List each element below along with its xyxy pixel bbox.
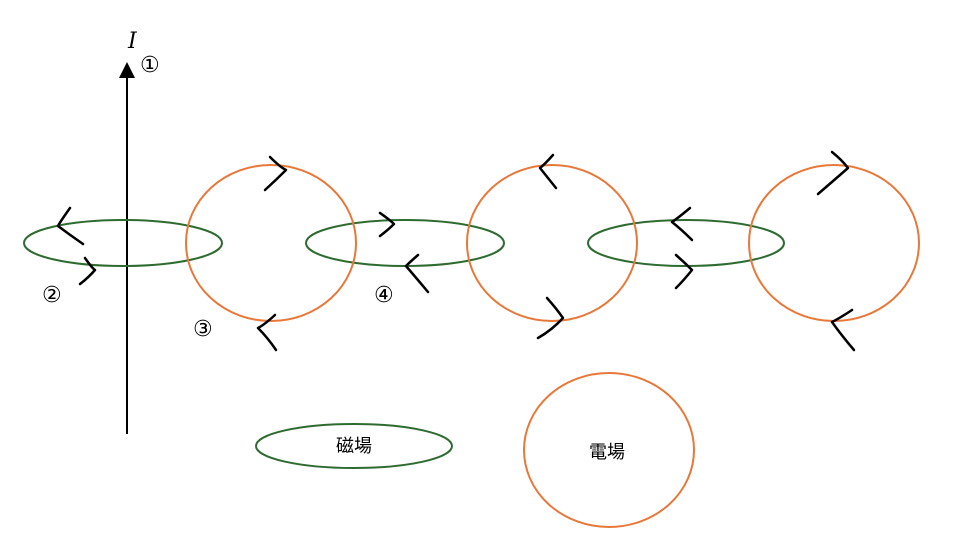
direction-arrow-icon: [404, 253, 430, 294]
marker-2: ②: [42, 283, 62, 308]
magnetic-loop-3: [587, 219, 785, 267]
direction-arrow-icon: [378, 211, 396, 238]
electric-loop-3: [748, 164, 920, 322]
direction-arrow-icon: [78, 256, 97, 286]
electric-loop-1: [185, 164, 357, 322]
electric-loop-2: [466, 164, 638, 322]
legend-electric-label: 電場: [589, 442, 625, 463]
direction-arrow-icon: [674, 253, 694, 290]
magnetic-loop-2: [305, 219, 505, 267]
legend-magnetic-ellipse: [255, 423, 453, 469]
marker-3: ③: [193, 317, 213, 342]
legend-magnetic-label: 磁場: [336, 436, 372, 457]
magnetic-loop-1: [23, 219, 223, 267]
marker-4: ④: [374, 283, 394, 308]
direction-arrow-icon: [830, 308, 856, 352]
marker-1: ①: [140, 53, 160, 78]
direction-arrow-icon: [263, 155, 288, 192]
direction-arrow-icon: [816, 150, 850, 196]
legend-electric-circle: [523, 372, 695, 528]
direction-arrow-icon: [536, 296, 565, 340]
direction-arrow-icon: [56, 206, 85, 246]
direction-arrow-icon: [256, 313, 278, 352]
direction-arrow-icon: [538, 153, 558, 190]
current-label: I: [127, 29, 138, 54]
direction-arrow-icon: [670, 206, 694, 242]
